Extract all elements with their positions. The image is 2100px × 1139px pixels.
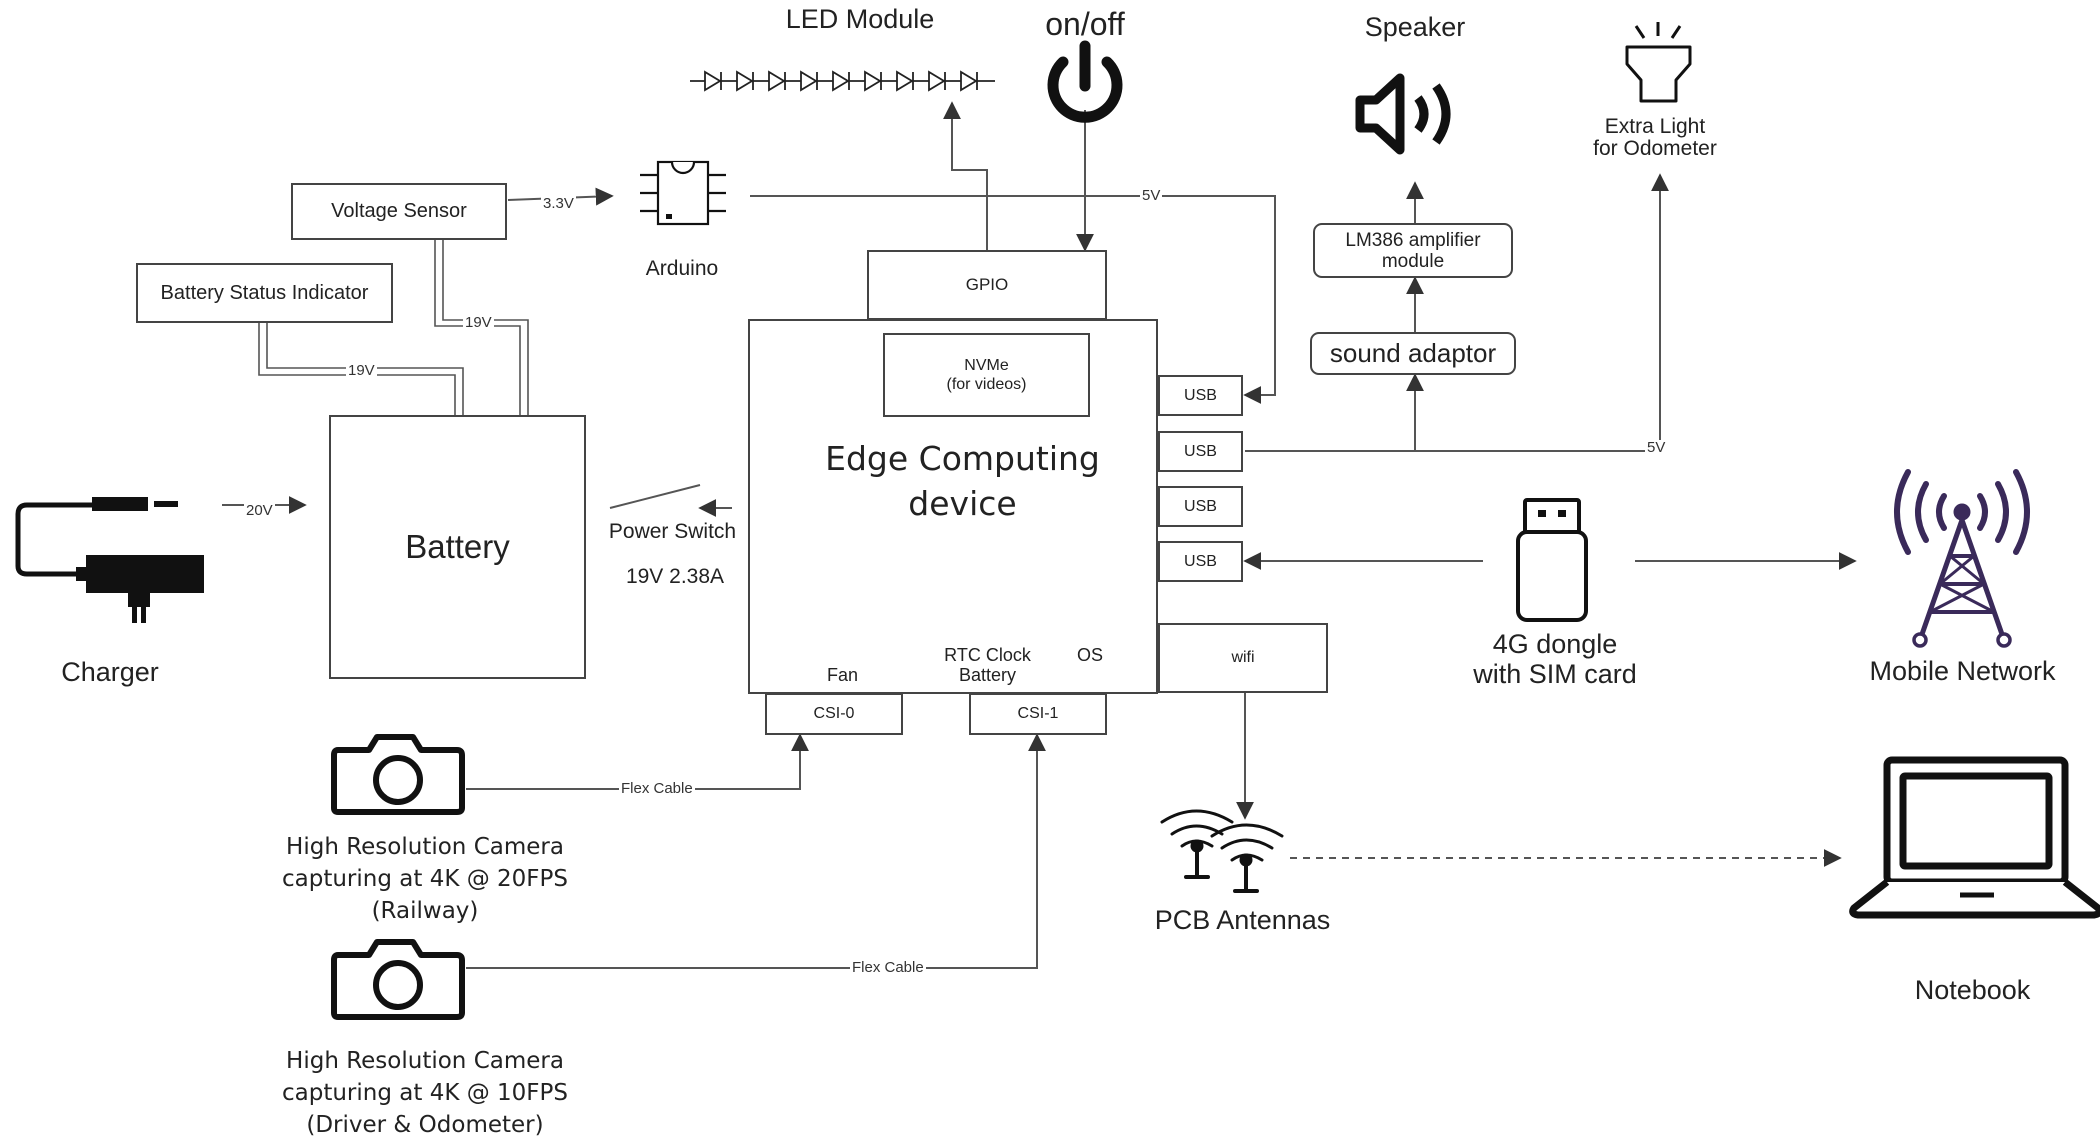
wire-label-flex-1: Flex Cable <box>619 780 695 797</box>
camera1-label: High Resolution Camera capturing at 4K @… <box>282 834 568 924</box>
usb-port-2: USB <box>1158 431 1243 472</box>
battery-box: Battery <box>329 415 586 679</box>
wire-gpio-led <box>943 101 988 250</box>
csi1-label: CSI-1 <box>1017 705 1059 722</box>
wire-label-flex-2: Flex Cable <box>850 959 926 976</box>
led-diode-chain-icon <box>690 70 995 92</box>
camera2-label: High Resolution Camera capturing at 4K @… <box>282 1048 568 1138</box>
usb-label: USB <box>1184 386 1217 404</box>
pcb-antennas-label: PCB Antennas <box>1154 905 1331 935</box>
flashlight-icon <box>1625 22 1692 103</box>
edge-device-label: Edge Computing device <box>825 439 1100 523</box>
camera-icon <box>331 939 465 1020</box>
wire-label-5v-light: 5V <box>1645 439 1668 456</box>
wire-arduino-usb <box>750 195 1276 404</box>
power-rating-label: 19V 2.38A <box>625 565 725 588</box>
on-off-label: on/off <box>1045 6 1125 42</box>
lm386-box: LM386 amplifier module <box>1313 223 1513 278</box>
gpio-label: GPIO <box>965 275 1009 294</box>
dongle-label: 4G dongle with SIM card <box>1473 629 1637 689</box>
sound-adaptor-box: sound adaptor <box>1310 332 1516 375</box>
usb-dongle-icon <box>1516 498 1588 622</box>
arduino-label: Arduino <box>645 257 719 280</box>
voltage-sensor-box: Voltage Sensor <box>291 183 507 240</box>
voltage-sensor-label: Voltage Sensor <box>331 200 467 222</box>
battery-status-label: Battery Status Indicator <box>160 281 369 304</box>
rtc-label: RTC Clock Battery <box>944 645 1031 685</box>
wire-label-19v-indicator: 19V <box>346 362 377 379</box>
power-switch-lever <box>609 484 701 509</box>
extra-light-label: Extra Light for Odometer <box>1593 115 1717 160</box>
camera-icon <box>331 734 465 815</box>
chip-icon <box>640 160 726 226</box>
usb-port-4: USB <box>1158 541 1243 582</box>
charger-plug-icon <box>15 497 204 623</box>
speaker-icon <box>1355 73 1451 155</box>
usb-port-3: USB <box>1158 486 1243 527</box>
wire-cam2-csi1 <box>466 733 1046 969</box>
laptop-icon <box>1849 756 2100 919</box>
speaker-label: Speaker <box>1364 12 1466 42</box>
csi0-label: CSI-0 <box>813 705 855 722</box>
nvme-box: NVMe (for videos) <box>883 333 1090 417</box>
wire-label-5v-arduino: 5V <box>1140 187 1163 204</box>
power-switch-label: Power Switch <box>608 520 737 543</box>
battery-label: Battery <box>405 528 510 565</box>
pcb-antenna-icon <box>1160 809 1284 893</box>
fan-label: Fan <box>826 665 859 685</box>
wifi-label: wifi <box>1231 649 1255 666</box>
wifi-box: wifi <box>1158 623 1328 693</box>
power-icon <box>1047 40 1123 123</box>
led-module-label: LED Module <box>785 4 935 34</box>
usb-port-1: USB <box>1158 375 1243 416</box>
notebook-label: Notebook <box>1914 975 2031 1005</box>
csi1-box: CSI-1 <box>969 693 1107 735</box>
gpio-box: GPIO <box>867 250 1107 320</box>
sound-adaptor-label: sound adaptor <box>1329 338 1497 368</box>
mobile-network-label: Mobile Network <box>1869 656 2056 686</box>
usb-label: USB <box>1184 442 1217 460</box>
csi0-box: CSI-0 <box>765 693 903 735</box>
charger-label: Charger <box>61 657 159 687</box>
wire-cam1-csi0 <box>466 733 809 790</box>
antenna-tower-icon <box>1894 469 2030 648</box>
nvme-label: NVMe (for videos) <box>946 357 1027 393</box>
wire-label-19v-sensor: 19V <box>463 314 494 331</box>
wire-label-3v3: 3.3V <box>541 195 576 212</box>
os-label: OS <box>1076 645 1103 665</box>
usb-label: USB <box>1184 497 1217 515</box>
usb-label: USB <box>1184 552 1217 570</box>
lm386-label: LM386 amplifier module <box>1345 229 1481 272</box>
battery-status-box: Battery Status Indicator <box>136 263 393 323</box>
wire-label-20v: 20V <box>244 502 275 519</box>
